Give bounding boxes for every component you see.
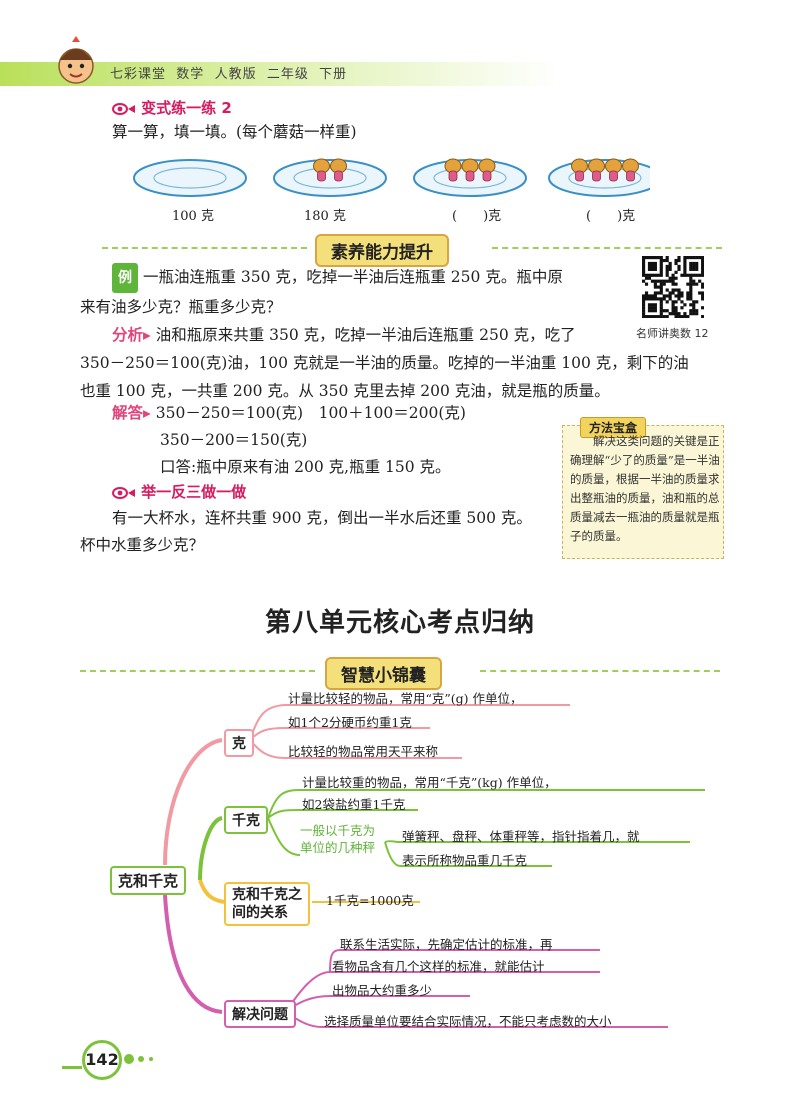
mindmap-node-solve: 解决问题 bbox=[224, 1000, 296, 1028]
kg-sub-label: 一般以千克为 单位的几种秤 bbox=[300, 822, 375, 856]
mindmap-node-gram: 克 bbox=[224, 729, 254, 757]
analysis-label: 分析 bbox=[112, 325, 144, 344]
divider-right-2 bbox=[480, 670, 720, 672]
kg-sub-item-1: 弹簧秤、盘秤、体重秤等，指针指着几，就 bbox=[402, 829, 640, 844]
tip-text: 解决这类问题的关键是正确理解“少了的质量”是一半油的质量，根据一半油的质量求出整… bbox=[570, 434, 720, 543]
solution-label: 解答 bbox=[112, 403, 144, 422]
header-volume: 下册 bbox=[319, 67, 348, 82]
page-number-line bbox=[62, 1066, 82, 1069]
solution-line-3: 口答:瓶中原来有油 200 克,瓶重 150 克。 bbox=[160, 458, 451, 476]
plate-label-1: 100 克 bbox=[172, 209, 214, 224]
kg-sub-label-2: 单位的几种秤 bbox=[300, 840, 376, 855]
plate-icon bbox=[413, 158, 527, 197]
extension-line-1: 有一大杯水，连杯共重 900 克，倒出一半水后还重 500 克。 bbox=[112, 509, 532, 527]
mushroom-icon bbox=[571, 158, 588, 182]
mindmap-node-relation: 克和千克之 间的关系 bbox=[224, 882, 310, 926]
mushroom-icon bbox=[478, 158, 496, 182]
dot-decoration bbox=[149, 1057, 153, 1061]
analysis-line-1: 分析▸ 油和瓶原来共重 350 克，吃掉一半油后连瓶重 250 克，吃了 bbox=[112, 325, 576, 344]
mindmap-node-kilogram: 千克 bbox=[224, 806, 268, 834]
mascot-icon bbox=[58, 36, 94, 84]
gram-item-1: 计量比较轻的物品，常用“克”(g) 作单位， bbox=[288, 691, 523, 706]
unit-title: 第八单元核心考点归纳 bbox=[264, 608, 535, 638]
header-title: 七彩课堂 数学 人教版 二年级 下册 bbox=[110, 63, 347, 82]
plate-label-2: 180 克 bbox=[304, 209, 346, 224]
solution-text-1: 350－250＝100(克) 100＋100＝200(克) bbox=[155, 404, 466, 422]
plate-icon bbox=[133, 159, 247, 197]
plates-illustration bbox=[133, 158, 650, 197]
gram-item-3: 比较轻的物品常用天平来称 bbox=[288, 744, 439, 759]
mushroom-icon bbox=[330, 158, 347, 182]
plate-icon bbox=[273, 158, 387, 197]
solve-item-1: 联系生活实际，先确定估计的标准，再 bbox=[340, 937, 553, 952]
relation-item: 1千克=1000克 bbox=[326, 893, 414, 908]
header-subject: 数学 bbox=[176, 67, 205, 82]
dot-decoration bbox=[138, 1056, 144, 1062]
example-line-1: 例 一瓶油连瓶重 350 克，吃掉一半油后连瓶重 250 克。瓶中原 bbox=[112, 262, 632, 293]
divider-left-2 bbox=[80, 670, 315, 672]
extension-title: 举一反三做一做 bbox=[141, 483, 247, 501]
relation-label-2: 间的关系 bbox=[232, 905, 288, 921]
qr-caption: 名师讲奥数 12 bbox=[636, 327, 709, 340]
extension-line-2: 杯中水重多少克？ bbox=[80, 536, 205, 554]
example-line-2: 来有油多少克？瓶重多少克？ bbox=[80, 298, 282, 316]
gram-item-2: 如1个2分硬币约重1克 bbox=[288, 715, 412, 730]
plate-label-3: ( )克 bbox=[452, 209, 502, 224]
mushroom-icon bbox=[588, 158, 605, 182]
qr-code-icon bbox=[642, 256, 704, 318]
eye-icon bbox=[112, 486, 135, 499]
page-number: 142 bbox=[82, 1040, 122, 1080]
analysis-line-3: 也重 100 克，一共重 200 克。从 350 克里去掉 200 克油，就是瓶… bbox=[80, 382, 610, 400]
kg-sub-item-2: 表示所称物品重几千克 bbox=[402, 853, 528, 868]
extension-heading: 举一反三做一做 bbox=[112, 481, 246, 502]
mushroom-icon bbox=[313, 158, 330, 182]
tip-box bbox=[562, 425, 724, 559]
solution-line-2: 350－200＝150(克) bbox=[160, 431, 308, 449]
example-text-1: 一瓶油连瓶重 350 克，吃掉一半油后连瓶重 250 克。瓶中原 bbox=[142, 268, 563, 286]
tip-title: 方法宝盒 bbox=[580, 417, 647, 438]
header-grade: 二年级 bbox=[266, 67, 309, 82]
eye-icon bbox=[112, 102, 135, 115]
mushroom-icon bbox=[461, 158, 479, 182]
practice-title: 变式练一练 2 bbox=[141, 99, 232, 117]
mushroom-icon bbox=[622, 158, 639, 182]
header-bar bbox=[0, 62, 800, 86]
kg-item-2: 如2袋盐约重1千克 bbox=[302, 797, 406, 812]
practice-instruction: 算一算，填一填。(每个蘑菇一样重) bbox=[112, 123, 357, 141]
divider-right bbox=[492, 247, 722, 249]
solution-line-1: 解答▸ 350－250＝100(克) 100＋100＝200(克) bbox=[112, 403, 466, 422]
kg-sub-label-1: 一般以千克为 bbox=[300, 823, 376, 838]
ability-banner: 素养能力提升 bbox=[315, 234, 449, 267]
wisdom-banner: 智慧小锦囊 bbox=[325, 657, 442, 690]
solve-item-2: 看物品含有几个这样的标准，就能估计 bbox=[332, 959, 545, 974]
mindmap-root: 克和千克 bbox=[110, 866, 187, 895]
solve-item-3: 出物品大约重多少 bbox=[332, 983, 433, 998]
header-series: 七彩课堂 bbox=[110, 67, 167, 82]
plate-label-4: ( )克 bbox=[586, 209, 636, 224]
relation-label-1: 克和千克之 bbox=[232, 887, 302, 903]
dot-decoration bbox=[124, 1054, 134, 1064]
practice-heading: 变式练一练 2 bbox=[112, 97, 232, 118]
example-tag: 例 bbox=[112, 263, 138, 293]
plate-icon bbox=[548, 158, 650, 197]
header-edition: 人教版 bbox=[214, 67, 257, 82]
analysis-text-1: 油和瓶原来共重 350 克，吃掉一半油后连瓶重 250 克，吃了 bbox=[155, 326, 576, 344]
analysis-line-2: 350－250＝100(克)油，100 克就是一半油的质量。吃掉的一半油重 10… bbox=[80, 354, 689, 372]
divider-left bbox=[102, 247, 307, 249]
solve-item-4: 选择质量单位要结合实际情况，不能只考虑数的大小 bbox=[324, 1014, 612, 1029]
mushroom-icon bbox=[444, 158, 462, 182]
kg-item-1: 计量比较重的物品，常用“千克”(kg) 作单位， bbox=[302, 775, 557, 790]
mushroom-icon bbox=[605, 158, 622, 182]
